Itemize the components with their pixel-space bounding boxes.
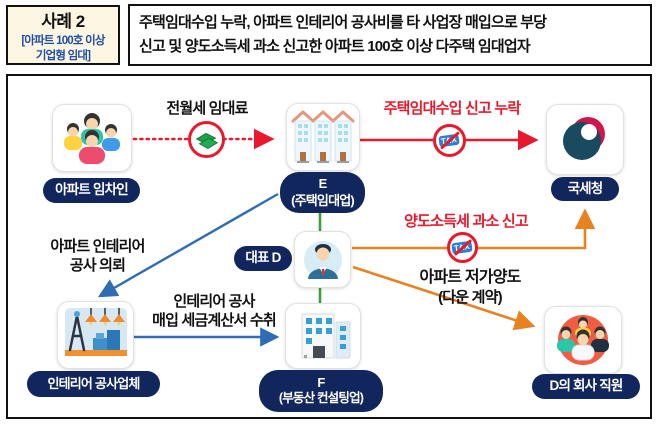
interior-tools-icon: [64, 308, 127, 356]
capital-gains-text: 양도소득세 과소 신고: [404, 213, 529, 230]
consulting-label-line1: F: [317, 375, 325, 391]
ceo-label-text: 대표 D: [245, 250, 281, 266]
landlord-label-line1: E: [318, 176, 328, 192]
case-subtitle-line1: [아파트 100호 이상: [21, 35, 105, 48]
rent-label: 전월세 임대료: [148, 100, 266, 119]
capital-gains-label: 양도소득세 과소 신고: [386, 213, 546, 232]
income-omission-label: 주택임대수입 신고 누락: [368, 100, 536, 119]
case-description-line1: 주택임대수입 누락, 아파트 인테리어 공사비를 타 사업장 매입으로 부당: [139, 14, 547, 31]
money-icon: [188, 121, 225, 158]
invoice-line1: 인테리어 공사: [173, 293, 255, 310]
case-subtitle-line2: 기업형 임대]: [35, 49, 91, 62]
income-omission-text: 주택임대수입 신고 누락: [383, 100, 522, 117]
tenants-icon: [64, 113, 120, 164]
interior-request-line2: 공사 의뢰: [69, 256, 126, 274]
interior-label: 인테리어 공사업체: [27, 371, 160, 397]
interior-label-text: 인테리어 공사업체: [47, 375, 140, 391]
rent-label-text: 전월세 임대료: [166, 100, 248, 117]
employees-icon: [557, 315, 609, 365]
ceo-card: [294, 231, 351, 288]
tenants-label: 아파트 임차인: [43, 178, 140, 203]
nts-label: 국세청: [551, 177, 619, 201]
employees-label-text: D의 회사 직원: [549, 378, 624, 394]
tenants-card: [52, 104, 132, 172]
consulting-label: F (부동산 컨설팅업): [259, 370, 383, 412]
office-building-icon: [301, 313, 351, 359]
invoice-line2: 매입 세금계산서 수취: [152, 311, 277, 329]
nts-card: [546, 104, 624, 175]
employees-card: [544, 306, 622, 374]
ceo-person-icon: [303, 240, 342, 279]
nts-logo-icon: [563, 116, 605, 160]
interior-card: [57, 301, 134, 369]
transfer-label: 아파트 저가양도 (다운 계약): [400, 268, 540, 308]
case-description-box: 주택임대수입 누락, 아파트 인테리어 공사비를 타 사업장 매입으로 부당 신…: [128, 4, 652, 66]
interior-request-label: 아파트 인테리어 공사 의뢰: [35, 238, 160, 276]
interior-request-line1: 아파트 인테리어: [50, 238, 145, 255]
case-description-line2: 신고 및 양도소득세 과소 신고한 아파트 100호 이상 다주택 임대업자: [139, 38, 531, 55]
landlord-card: [286, 103, 360, 171]
landlord-label-line2: (주택임대업): [291, 192, 355, 208]
transfer-line1: 아파트 저가양도: [419, 269, 521, 286]
tenants-label-text: 아파트 임차인: [55, 182, 128, 198]
transfer-line2: (다운 계약): [438, 289, 503, 306]
case-title: 사례 2: [41, 12, 85, 32]
ceo-label: 대표 D: [234, 246, 292, 271]
apartment-buildings-icon: [291, 110, 355, 163]
nts-label-text: 국세청: [567, 180, 604, 196]
employees-label: D의 회사 직원: [532, 374, 640, 399]
case-number-box: 사례 2 [아파트 100호 이상 기업형 임대]: [6, 5, 120, 65]
cash-bills-icon: [195, 132, 218, 149]
no-tax-icon-middle: TAX: [447, 232, 478, 263]
no-tax-icon-top: TAX: [433, 124, 466, 157]
consulting-card: [285, 303, 361, 369]
landlord-label: E (주택임대업): [280, 172, 365, 213]
consulting-label-line2: (부동산 컨설팅업): [278, 391, 364, 406]
invoice-label: 인테리어 공사 매입 세금계산서 수취: [140, 293, 288, 331]
case-subtitle: [아파트 100호 이상 기업형 임대]: [21, 34, 105, 63]
